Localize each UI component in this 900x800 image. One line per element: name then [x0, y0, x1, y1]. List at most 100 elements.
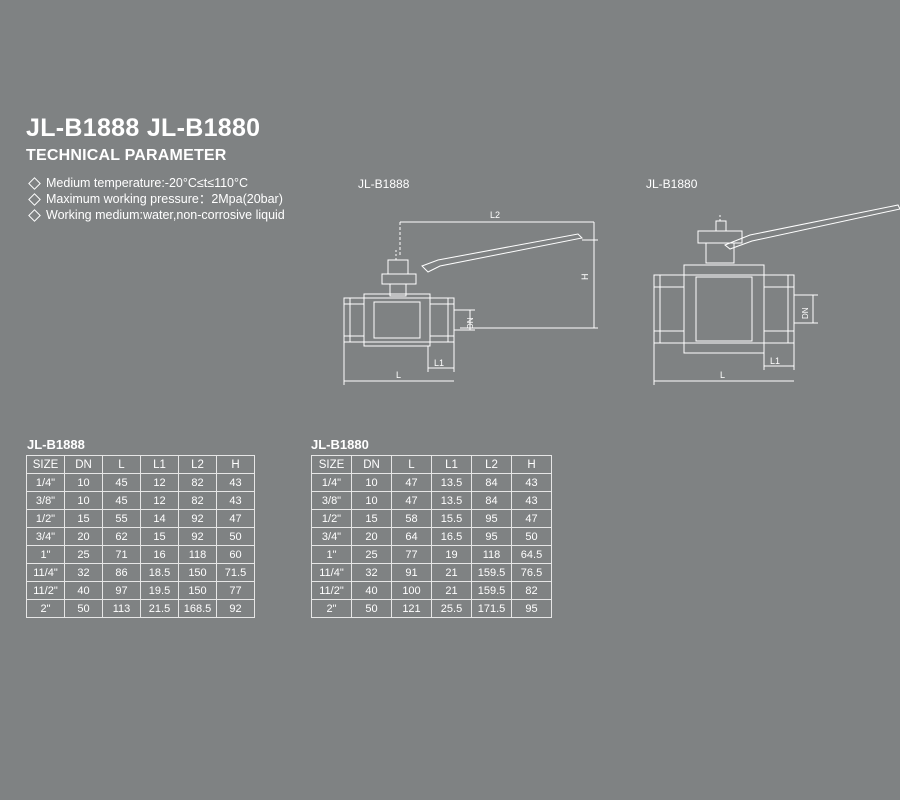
table-cell: 25.5: [431, 599, 472, 618]
table-cell: 43: [511, 491, 552, 510]
table-cell: 47: [216, 509, 255, 528]
table-cell: 82: [178, 491, 217, 510]
table-cell: 150: [178, 581, 217, 600]
table-cell: 97: [102, 581, 141, 600]
parameter-item: Working medium:water,non-corrosive liqui…: [28, 207, 285, 223]
table-cell: 3/4": [26, 527, 65, 546]
table-cell: 1/2": [311, 509, 352, 528]
table-cell: 47: [511, 509, 552, 528]
table-cell: 43: [511, 473, 552, 492]
table-cell: 3/8": [311, 491, 352, 510]
table-cell: 16: [140, 545, 179, 564]
table-cell: 92: [178, 509, 217, 528]
parameter-text: Maximum working pressure：2Mpa(20bar): [46, 192, 283, 206]
diamond-bullet-icon: [28, 176, 41, 190]
parameter-item: Maximum working pressure：2Mpa(20bar): [28, 191, 285, 207]
table-cell: 1/4": [26, 473, 65, 492]
table-cell: 77: [216, 581, 255, 600]
table-cell: 43: [216, 473, 255, 492]
table-title-jl-b1880: JL-B1880: [311, 437, 369, 452]
table-cell: 20: [64, 527, 103, 546]
table-cell: 55: [102, 509, 141, 528]
table-cell: 15: [351, 509, 392, 528]
table-cell: 118: [178, 545, 217, 564]
table-cell: 15: [64, 509, 103, 528]
dim-label-l1: L1: [770, 356, 780, 366]
table-cell: 77: [391, 545, 432, 564]
table-cell: 11/2": [26, 581, 65, 600]
table-cell: 121: [391, 599, 432, 618]
table-cell: 60: [216, 545, 255, 564]
table-cell: 95: [471, 527, 512, 546]
table-cell: 2": [26, 599, 65, 618]
table-cell: 100: [391, 581, 432, 600]
ball-valve-drawing-right: DN L1 L: [653, 204, 900, 385]
table-cell: 82: [511, 581, 552, 600]
table-cell: 47: [391, 491, 432, 510]
table-cell: 84: [471, 491, 512, 510]
table-cell: 10: [64, 491, 103, 510]
table-cell: 10: [64, 473, 103, 492]
column-header: L1: [431, 455, 472, 474]
table-cell: 10: [351, 473, 392, 492]
table-cell: 118: [471, 545, 512, 564]
table-cell: 32: [64, 563, 103, 582]
table-cell: 159.5: [471, 563, 512, 582]
table-cell: 76.5: [511, 563, 552, 582]
table-cell: 92: [178, 527, 217, 546]
table-cell: 113: [102, 599, 141, 618]
table-cell: 12: [140, 491, 179, 510]
table-cell: 50: [511, 527, 552, 546]
table-cell: 19: [431, 545, 472, 564]
table-cell: 14: [140, 509, 179, 528]
dim-label-dn: DN: [801, 307, 810, 319]
table-cell: 16.5: [431, 527, 472, 546]
table-cell: 64: [391, 527, 432, 546]
table-cell: 20: [351, 527, 392, 546]
table-cell: 19.5: [140, 581, 179, 600]
table-cell: 86: [102, 563, 141, 582]
dim-label-l1: L1: [434, 358, 444, 368]
ball-valve-drawing-left: L2 H DN L1 L: [343, 210, 598, 385]
table-cell: 13.5: [431, 491, 472, 510]
parameter-item: Medium temperature:-20°C≤t≤110°C: [28, 175, 285, 191]
table-cell: 1": [311, 545, 352, 564]
column-header: SIZE: [26, 455, 65, 474]
table-cell: 15.5: [431, 509, 472, 528]
column-header: L: [102, 455, 141, 474]
table-cell: 171.5: [471, 599, 512, 618]
parameter-list: Medium temperature:-20°C≤t≤110°C Maximum…: [28, 175, 285, 223]
column-header: L: [391, 455, 432, 474]
table-cell: 1": [26, 545, 65, 564]
table-cell: 21.5: [140, 599, 179, 618]
column-header: SIZE: [311, 455, 352, 474]
table-cell: 62: [102, 527, 141, 546]
table-cell: 91: [391, 563, 432, 582]
table-cell: 84: [471, 473, 512, 492]
page-title: JL-B1888 JL-B1880: [26, 114, 261, 142]
table-cell: 25: [64, 545, 103, 564]
diamond-bullet-icon: [28, 192, 41, 206]
table-cell: 21: [431, 581, 472, 600]
table-cell: 95: [471, 509, 512, 528]
dim-label-l2: L2: [490, 210, 500, 220]
table-cell: 45: [102, 491, 141, 510]
table-cell: 12: [140, 473, 179, 492]
page-subtitle: TECHNICAL PARAMETER: [26, 147, 227, 164]
